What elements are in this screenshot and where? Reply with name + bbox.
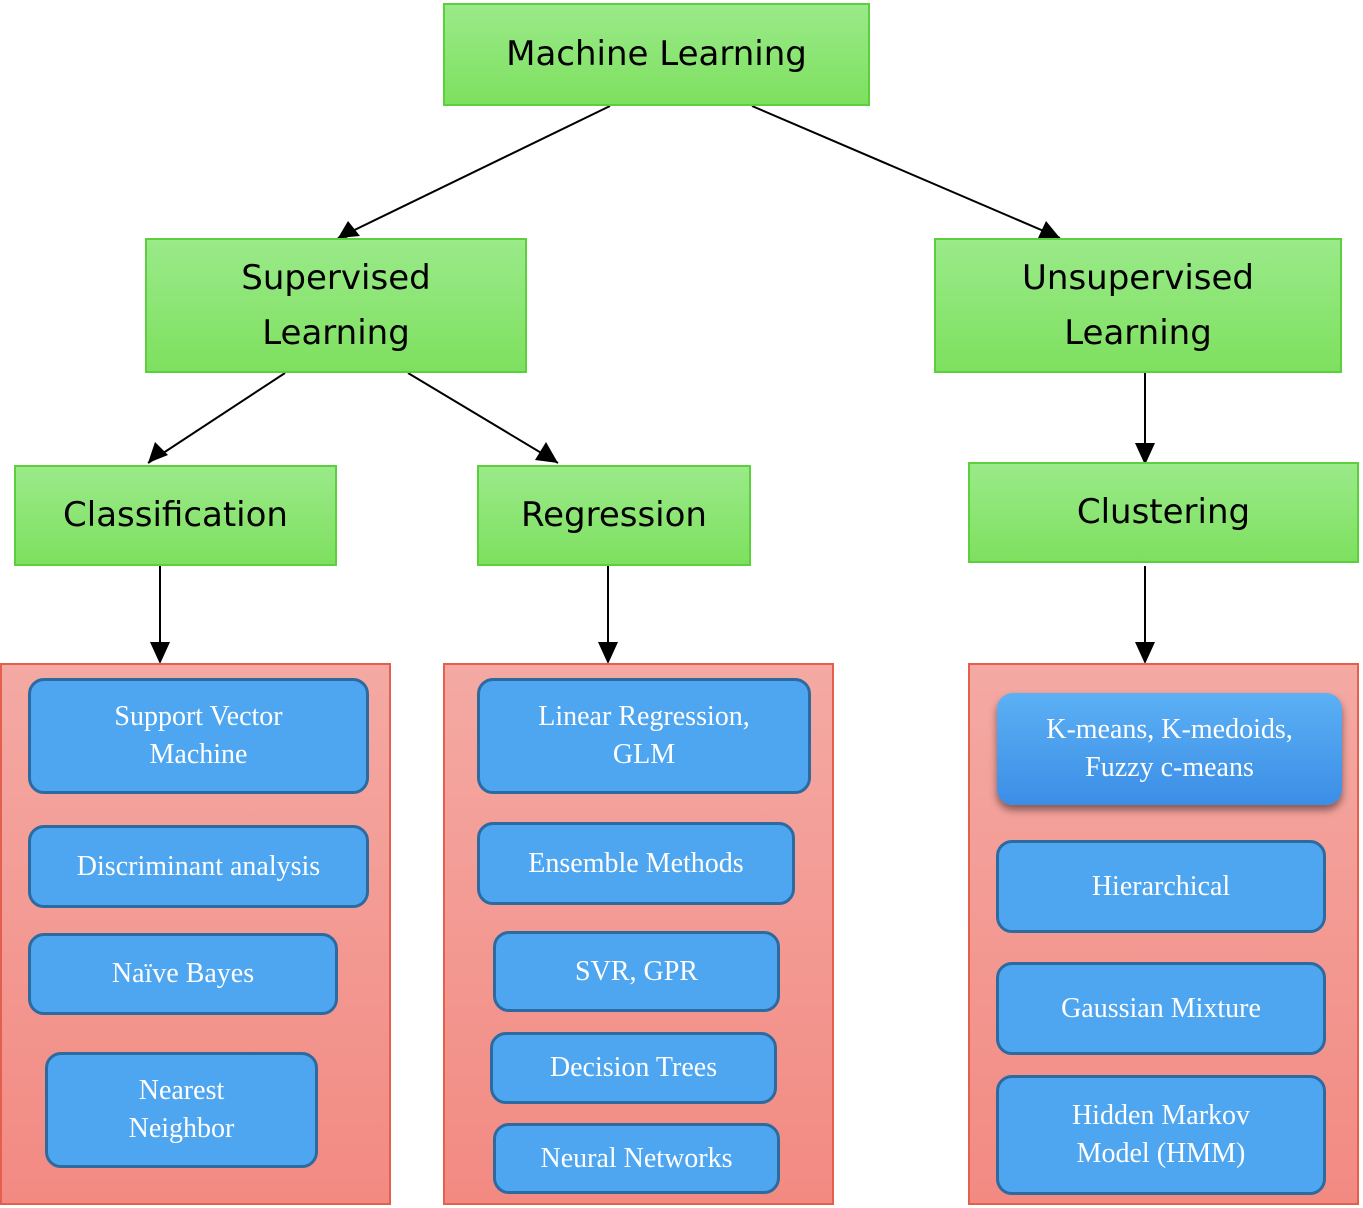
regression-node: Regression [477,465,751,566]
arrow-root-to-unsupervised [751,105,1061,239]
method-naive-bayes: Naïve Bayes [28,933,338,1015]
clustering-node: Clustering [968,462,1359,563]
method-line: Linear Regression, [538,701,750,733]
method-line: Hidden Markov [1071,1100,1251,1132]
supervised-label-line2: Learning [262,312,410,353]
method-line: Hierarchical [1091,870,1231,902]
method-line: Decision Trees [549,1052,718,1084]
method-line: Neural Networks [540,1142,733,1174]
arrow-supervised-to-regression [407,372,559,464]
machine-learning-node: Machine Learning [443,3,870,106]
method-kmeans-kmedoids-fuzzy: K-means, K-medoids, Fuzzy c-means [997,693,1342,805]
method-svr-gpr: SVR, GPR [493,931,780,1012]
method-support-vector-machine: Support Vector Machine [28,678,369,794]
arrowhead [150,642,170,664]
method-line: Neighbor [128,1113,235,1144]
unsupervised-learning-node: Unsupervised Learning [934,238,1342,373]
arrowheads [148,221,1155,664]
supervised-learning-node: Supervised Learning [145,238,527,373]
method-hierarchical: Hierarchical [996,840,1326,933]
arrowhead [535,442,558,463]
method-discriminant-analysis: Discriminant analysis [28,825,369,908]
method-neural-networks: Neural Networks [493,1123,780,1194]
method-line: GLM [612,739,676,770]
method-line: Model (HMM) [1076,1138,1246,1169]
method-line: Gaussian Mixture [1061,992,1261,1024]
method-line: Fuzzy c-means [1085,752,1254,783]
arrowhead [598,642,618,664]
machine-learning-label: Machine Learning [506,34,807,75]
method-line: Nearest [138,1075,225,1107]
method-line: Ensemble Methods [528,847,744,879]
supervised-label-line1: Supervised [241,258,431,299]
clustering-label: Clustering [1076,492,1251,533]
method-ensemble-methods: Ensemble Methods [477,822,795,905]
method-line: Machine [149,739,248,770]
method-hidden-markov-model: Hidden Markov Model (HMM) [996,1075,1326,1195]
method-linear-regression-glm: Linear Regression, GLM [477,678,811,794]
regression-label: Regression [521,495,707,536]
classification-label: Classification [63,495,288,536]
arrowhead [1038,221,1060,238]
method-line: Discriminant analysis [76,850,321,882]
arrowhead [148,442,168,463]
unsupervised-label-line1: Unsupervised [1022,258,1254,299]
arrowhead [1135,443,1155,465]
method-line: Naïve Bayes [111,958,255,990]
method-decision-trees: Decision Trees [490,1032,777,1104]
method-line: Support Vector [114,701,283,733]
method-gaussian-mixture: Gaussian Mixture [996,962,1326,1055]
arrowhead [338,221,360,238]
arrowhead [1135,642,1155,664]
arrow-root-to-supervised [337,105,611,239]
arrow-supervised-to-classification [147,372,286,464]
unsupervised-label-line2: Learning [1064,312,1212,353]
method-line: K-means, K-medoids, [1046,714,1293,746]
method-nearest-neighbor: Nearest Neighbor [45,1052,318,1168]
classification-node: Classification [14,465,337,566]
method-line: SVR, GPR [575,955,698,987]
